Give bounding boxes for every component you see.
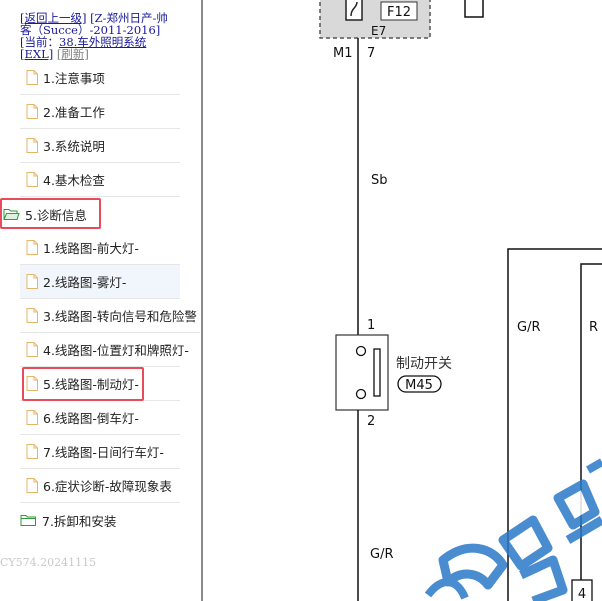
switch-pin-2-label: 2 — [367, 414, 375, 429]
pin-7-label: 7 — [367, 46, 375, 61]
switch-contact-bottom — [355, 388, 367, 400]
tree-item-label: 2.准备工作 — [43, 105, 105, 120]
tree-item-position-lamp-wiring[interactable]: 4.线路图-位置灯和牌照灯- — [20, 333, 189, 367]
current-prefix: [当前： — [20, 35, 59, 49]
document-icon — [26, 410, 38, 425]
tree-item-label: 6.线路图-倒车灯- — [43, 411, 139, 426]
brake-switch-name: 制动开关 — [396, 356, 452, 372]
wire-gr-left-label: G/R — [517, 320, 541, 335]
wire-r-label: R — [589, 320, 598, 335]
tree-folder-disassembly[interactable]: 7.拆卸和安装 — [0, 503, 180, 537]
fuse-link — [350, 1, 358, 17]
refresh-link[interactable]: [刷新] — [56, 47, 89, 61]
document-icon — [26, 240, 38, 255]
switch-contact-top — [355, 345, 367, 357]
tree-panel: [返回上一级] [Z-郑州日产-帅 客（Succe）-2011-2016] [当… — [0, 0, 200, 601]
tree-item-label: 7.线路图-日间行车灯- — [43, 445, 164, 460]
navigation-header: [返回上一级] [Z-郑州日产-帅 客（Succe）-2011-2016] [当… — [20, 12, 198, 60]
document-icon — [26, 104, 38, 119]
current-system-link[interactable]: 38.车外照明系统 — [59, 35, 147, 49]
document-icon — [26, 376, 38, 391]
back-link[interactable]: [返回上一级] — [20, 11, 87, 25]
tree-item-fog-lamp-wiring[interactable]: 2.线路图-雾灯- — [20, 265, 180, 299]
wire-r-branch — [580, 263, 602, 601]
tree-item-drl-wiring[interactable]: 7.线路图-日间行车灯- — [20, 435, 180, 469]
wiring-diagram: F12 E7 M1 7 Sb 1 2 制动开关 M45 G/R G/R R 4 — [319, 0, 602, 601]
panel-divider — [201, 0, 203, 601]
document-icon — [26, 70, 38, 85]
wire-gr-bottom-label: G/R — [370, 547, 394, 562]
tree-item-preparation[interactable]: 2.准备工作 — [20, 95, 180, 129]
document-icon — [26, 444, 38, 459]
tree-item-label: 1.线路图-前大灯- — [43, 241, 139, 256]
document-icon — [26, 308, 38, 323]
document-icon — [26, 172, 38, 187]
bottom-connector-box — [571, 579, 593, 601]
tree-folder-label: 7.拆卸和安装 — [42, 513, 117, 529]
watermark-logo — [424, 458, 602, 601]
document-icon — [26, 138, 38, 153]
switch-code-box — [397, 375, 442, 393]
tree-item-label: 5.线路图-制动灯- — [43, 377, 139, 392]
connector-e7-label: E7 — [371, 24, 386, 38]
tree-item-label: 4.基木检查 — [43, 173, 105, 188]
tree-item-reverse-lamp-wiring[interactable]: 6.线路图-倒车灯- — [20, 401, 180, 435]
tree-item-label: 6.症状诊断-故障现象表 — [43, 479, 172, 494]
document-icon — [26, 274, 38, 289]
circuit-bracket — [464, 0, 484, 18]
tree-folder-diagnosis[interactable]: 5.诊断信息 — [0, 197, 180, 231]
tree-item-precautions[interactable]: 1.注意事项 — [20, 61, 180, 95]
tree-item-headlamp-wiring[interactable]: 1.线路图-前大灯- — [20, 231, 180, 265]
document-icon — [26, 478, 38, 493]
fuse-label: F12 — [387, 5, 411, 20]
switch-code-label: M45 — [405, 378, 433, 393]
tree-item-turn-signal-wiring[interactable]: 3.线路图-转向信号和危险警 — [20, 299, 200, 333]
fuse-label-box — [380, 1, 418, 21]
tree-item-basic-inspection[interactable]: 4.基木检查 — [20, 163, 180, 197]
tree-folder-label: 5.诊断信息 — [25, 207, 87, 223]
folder-closed-icon — [20, 515, 36, 526]
exl-link[interactable]: [EXL] — [20, 47, 54, 61]
model-title-line1: [Z-郑州日产-帅 — [90, 11, 168, 25]
tree-item-label: 2.线路图-雾灯- — [43, 275, 127, 290]
watermark-code: CY574.20241115 — [0, 556, 97, 569]
wire-gr-branch — [507, 248, 602, 601]
switch-pin-1-label: 1 — [367, 318, 375, 333]
tree-item-label: 3.系统说明 — [43, 139, 105, 154]
fuse-element — [345, 0, 363, 21]
document-icon — [26, 342, 38, 357]
connector-m1-label: M1 — [333, 46, 353, 61]
bottom-pin-label: 4 — [578, 587, 586, 601]
tree-item-system-description[interactable]: 3.系统说明 — [20, 129, 180, 163]
tree-item-brake-lamp-wiring[interactable]: 5.线路图-制动灯- — [20, 367, 180, 401]
wire-sb-label: Sb — [371, 173, 388, 188]
tree-item-label: 1.注意事项 — [43, 71, 105, 86]
folder-open-icon — [3, 209, 20, 220]
model-title-line2: 客（Succe）-2011-2016] — [20, 23, 161, 37]
tree-item-label: 3.线路图-转向信号和危险警 — [43, 309, 197, 324]
tree-item-symptom-table[interactable]: 6.症状诊断-故障现象表 — [20, 469, 180, 503]
switch-plunger — [373, 348, 381, 397]
tree-item-label: 4.线路图-位置灯和牌照灯- — [43, 343, 189, 358]
